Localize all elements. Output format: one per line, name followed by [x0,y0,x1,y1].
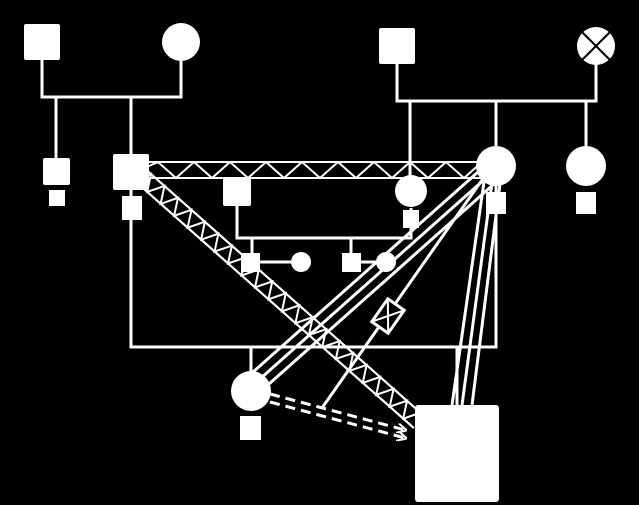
marriage-line-paternal-grandparents [40,60,183,99]
marriage-line-parents [129,185,498,349]
paternal-grandmother-symbol[interactable] [162,23,200,61]
father-tag [122,196,142,220]
conflict-line-father-index [133,167,425,429]
paternal-aunt-uncle-tag [49,190,65,206]
marriage-line-maternal-grandparents [395,64,598,103]
maternal-aunt-symbol[interactable] [566,146,606,186]
conflict-border-line-2 [143,167,425,417]
cutoff-marker-icon [369,296,407,336]
relationship-lines [133,160,502,438]
half-sibling-female-1-symbol[interactable] [291,252,311,272]
conflict-zigzag-father-index [133,167,425,429]
index-person-symbol[interactable] [415,405,499,502]
half-sibling-male-2-symbol[interactable] [342,253,361,272]
second-partner-male-symbol[interactable] [223,177,251,206]
daughter-tag [240,416,261,440]
close-line-mother-index [450,181,502,406]
family-lines [40,60,598,405]
conflict-zigzag-path [133,172,421,421]
half-sibling-male-1-symbol[interactable] [241,253,260,272]
paternal-aunt-uncle-symbol[interactable] [43,158,70,185]
maternal-grandmother-symbol[interactable] [577,27,615,65]
people [24,23,615,502]
conflict-border-line-1 [133,179,415,429]
focused-line-daughter-index [269,392,405,438]
half-sibling-female-2-symbol[interactable] [376,252,396,272]
marriage-line-second-couple [235,206,413,240]
maternal-aunt-tag [576,192,596,214]
father-symbol[interactable] [113,154,149,190]
daughter-symbol[interactable] [231,371,271,411]
mother-tag [486,192,506,214]
mother-symbol[interactable] [476,146,516,186]
second-partner-female-tag [403,210,419,228]
paternal-grandfather-symbol[interactable] [24,24,60,60]
conflict-line-father-mother [139,160,491,180]
second-partner-female-symbol[interactable] [395,175,427,207]
maternal-grandfather-symbol[interactable] [379,28,415,64]
